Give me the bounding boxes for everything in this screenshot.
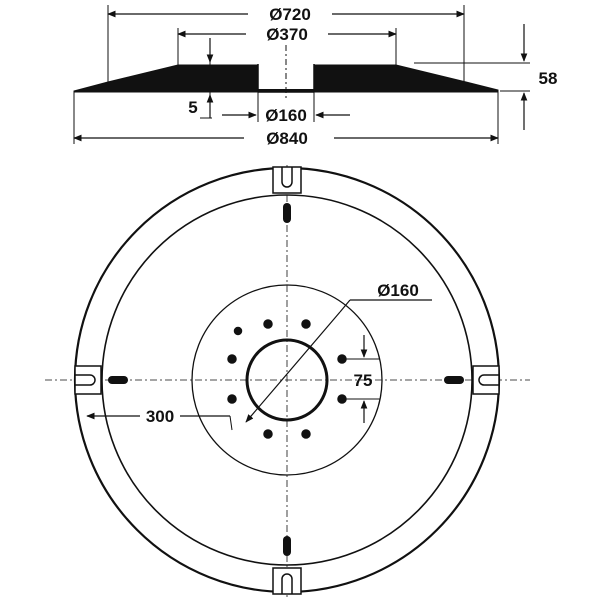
inner-rim-circle <box>101 194 473 566</box>
bolt-hole <box>299 427 313 441</box>
bolt-hole <box>261 317 275 331</box>
bolt-hole <box>232 325 244 337</box>
hub-flange-circle <box>191 284 383 476</box>
notch-top <box>272 166 302 194</box>
slot-bottom <box>283 536 291 556</box>
label-d720: Ø720 <box>269 5 311 24</box>
notch-bottom <box>272 567 302 595</box>
label-bolt-spacing: 75 <box>354 371 373 390</box>
center-bore <box>245 338 329 422</box>
label-radius: 300 <box>146 407 174 426</box>
slot-left <box>108 376 128 384</box>
slot-right <box>444 376 464 384</box>
bore-leader <box>245 311 341 423</box>
notch-right <box>472 365 500 395</box>
bolt-hole <box>225 392 239 406</box>
plan-view <box>45 165 530 598</box>
label-height: 58 <box>539 69 558 88</box>
side-view <box>73 5 530 144</box>
label-bore: Ø160 <box>377 281 419 300</box>
label-rim-thickness: 5 <box>188 98 197 117</box>
label-d160-side: Ø160 <box>265 106 307 125</box>
bolt-hole <box>299 317 313 331</box>
bolt-hole <box>225 352 239 366</box>
label-d370: Ø370 <box>266 25 308 44</box>
notch-left <box>74 365 102 395</box>
label-d840: Ø840 <box>266 129 308 148</box>
bolt-hole <box>261 427 275 441</box>
slot-top <box>283 203 291 223</box>
